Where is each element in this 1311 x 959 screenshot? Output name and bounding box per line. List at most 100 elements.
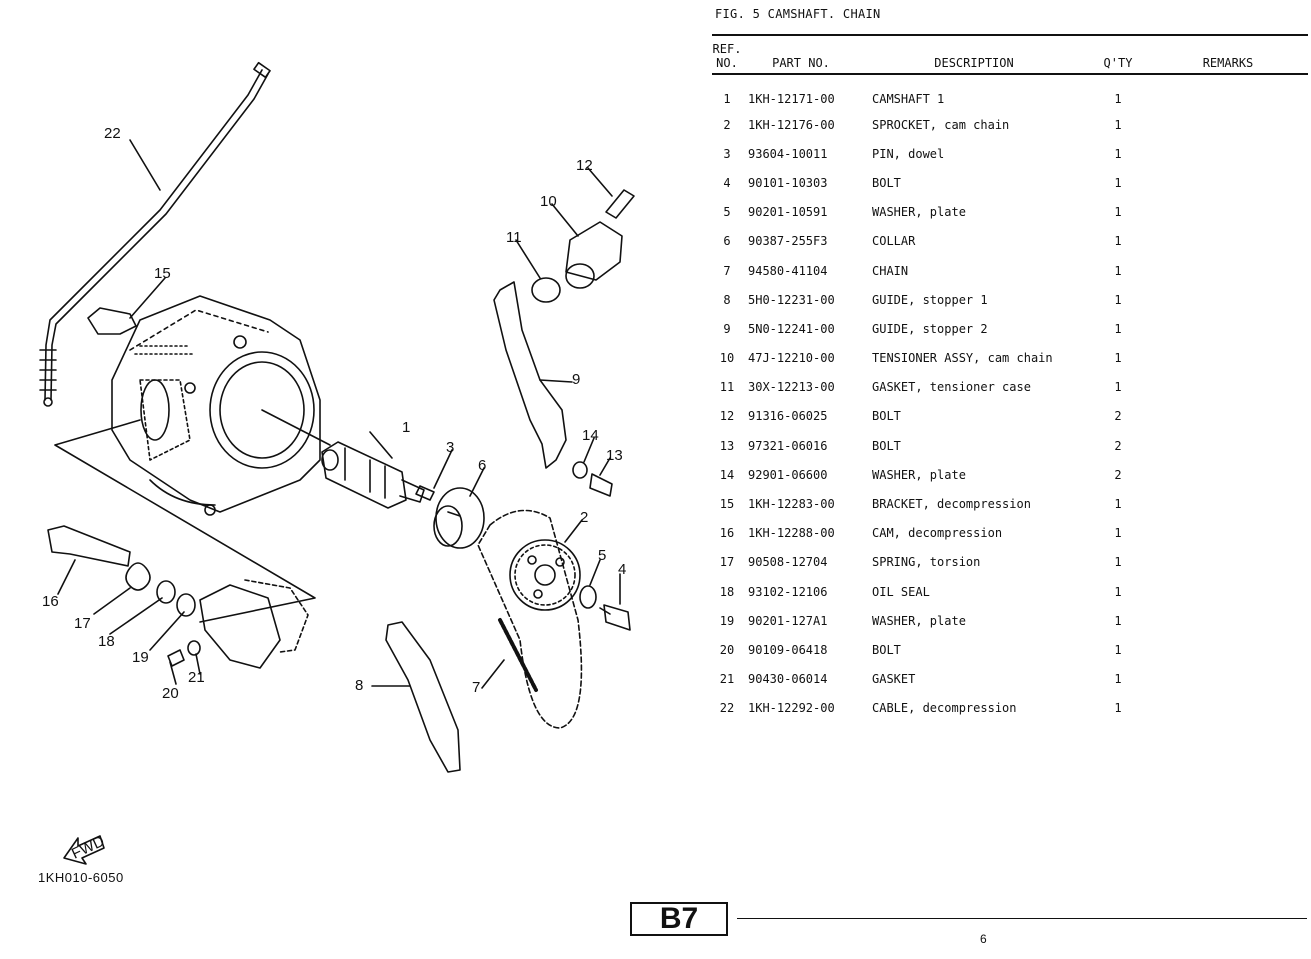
- callout-18: 18: [98, 633, 115, 650]
- cell-qty: 1: [1114, 205, 1122, 220]
- cell-part-no: 93604-10011: [748, 146, 828, 161]
- cell-part-no: 1KH-12176-00: [748, 117, 835, 132]
- callout-11: 11: [506, 229, 522, 246]
- tensioner-gasket: [531, 277, 561, 303]
- cell-remarks: [1148, 460, 1308, 489]
- cell-remarks: [1148, 519, 1308, 548]
- tensioner-bolt: [605, 189, 635, 219]
- callout-9: 9: [572, 371, 580, 388]
- torsion-spring: [125, 562, 151, 591]
- cell-part-no: 93102-12106: [748, 584, 828, 599]
- cell-ref: 9: [723, 321, 731, 336]
- cell-ref: 5: [723, 205, 731, 220]
- cell-description: CABLE, decompression: [872, 701, 1017, 716]
- cell-part-no: 92901-06600: [748, 467, 828, 482]
- sprocket-bolt: [599, 604, 631, 631]
- cell-description: CAM, decompression: [872, 526, 1003, 541]
- header-remarks: REMARKS: [1148, 34, 1308, 75]
- callout-8: 8: [355, 677, 363, 694]
- cam-chain: [477, 509, 583, 729]
- guide-bolt: [589, 473, 613, 497]
- cell-ref: 1: [723, 91, 731, 106]
- cell-part-no: 5H0-12231-00: [748, 292, 835, 307]
- cell-ref: 12: [719, 409, 735, 424]
- cell-qty: 1: [1114, 701, 1122, 716]
- washer-plate: [579, 585, 597, 609]
- callout-22: 22: [104, 125, 121, 142]
- cell-ref: 21: [719, 672, 735, 687]
- cell-qty: 1: [1114, 526, 1122, 541]
- callout-4: 4: [618, 561, 626, 578]
- cell-ref: 10: [719, 351, 735, 366]
- callout-13: 13: [606, 447, 623, 464]
- cell-description: PIN, dowel: [872, 146, 945, 161]
- callout-17: 17: [74, 615, 91, 632]
- decompression-cam: [47, 525, 131, 567]
- cell-part-no: 1KH-12283-00: [748, 497, 835, 512]
- page-code: 1KH010-6050: [38, 870, 124, 885]
- callout-20: 20: [162, 685, 179, 702]
- cell-ref: 8: [723, 292, 731, 307]
- cell-qty: 1: [1114, 234, 1122, 249]
- fwd-arrow-icon: [63, 835, 105, 865]
- cell-description: GUIDE, stopper 1: [872, 292, 988, 307]
- callout-16: 16: [42, 593, 59, 610]
- cell-qty: 1: [1114, 146, 1122, 161]
- section-badge: B7: [630, 902, 728, 936]
- cell-part-no: 1KH-12171-00: [748, 91, 835, 106]
- cell-description: BOLT: [872, 175, 901, 190]
- cover-gasket: [244, 579, 309, 653]
- cell-part-no: 90387-255F3: [748, 234, 828, 249]
- washer-127a1: [156, 580, 176, 604]
- cell-remarks: [1148, 110, 1308, 139]
- parts-list-table: REF.NO. PART NO. DESCRIPTION Q'TY REMARK…: [712, 34, 1308, 723]
- cell-ref: 4: [723, 175, 731, 190]
- cell-description: BOLT: [872, 642, 901, 657]
- cell-remarks: [1148, 74, 1308, 110]
- cell-ref: 20: [719, 642, 735, 657]
- oil-seal: [176, 593, 196, 617]
- cell-remarks: [1148, 489, 1308, 518]
- cell-remarks: [1148, 314, 1308, 343]
- cell-description: BOLT: [872, 438, 901, 453]
- callout-10: 10: [540, 193, 557, 210]
- bolt-gasket: [187, 640, 201, 656]
- header-part-no: PART NO.: [742, 34, 860, 75]
- cell-ref: 15: [719, 497, 735, 512]
- figure-title: FIG. 5 CAMSHAFT. CHAIN: [715, 7, 881, 21]
- cell-ref: 6: [723, 234, 731, 249]
- callout-5: 5: [598, 547, 606, 564]
- cell-remarks: [1148, 548, 1308, 577]
- cell-qty: 1: [1114, 642, 1122, 657]
- cell-remarks: [1148, 577, 1308, 606]
- callout-3: 3: [446, 439, 454, 456]
- cell-remarks: [1148, 635, 1308, 664]
- cell-remarks: [1148, 665, 1308, 694]
- cell-remarks: [1148, 139, 1308, 168]
- cell-description: GUIDE, stopper 2: [872, 321, 988, 336]
- table-header-row: REF.NO. PART NO. DESCRIPTION Q'TY REMARK…: [712, 34, 1308, 75]
- cell-remarks: [1148, 168, 1308, 197]
- guide-stopper-1: [385, 621, 461, 773]
- guide-washer: [572, 461, 588, 479]
- cylinder-head: [111, 295, 321, 516]
- page-number: 6: [980, 932, 987, 946]
- header-ref-no: REF.NO.: [712, 34, 742, 75]
- cell-ref: 22: [719, 701, 735, 716]
- cell-description: BOLT: [872, 409, 901, 424]
